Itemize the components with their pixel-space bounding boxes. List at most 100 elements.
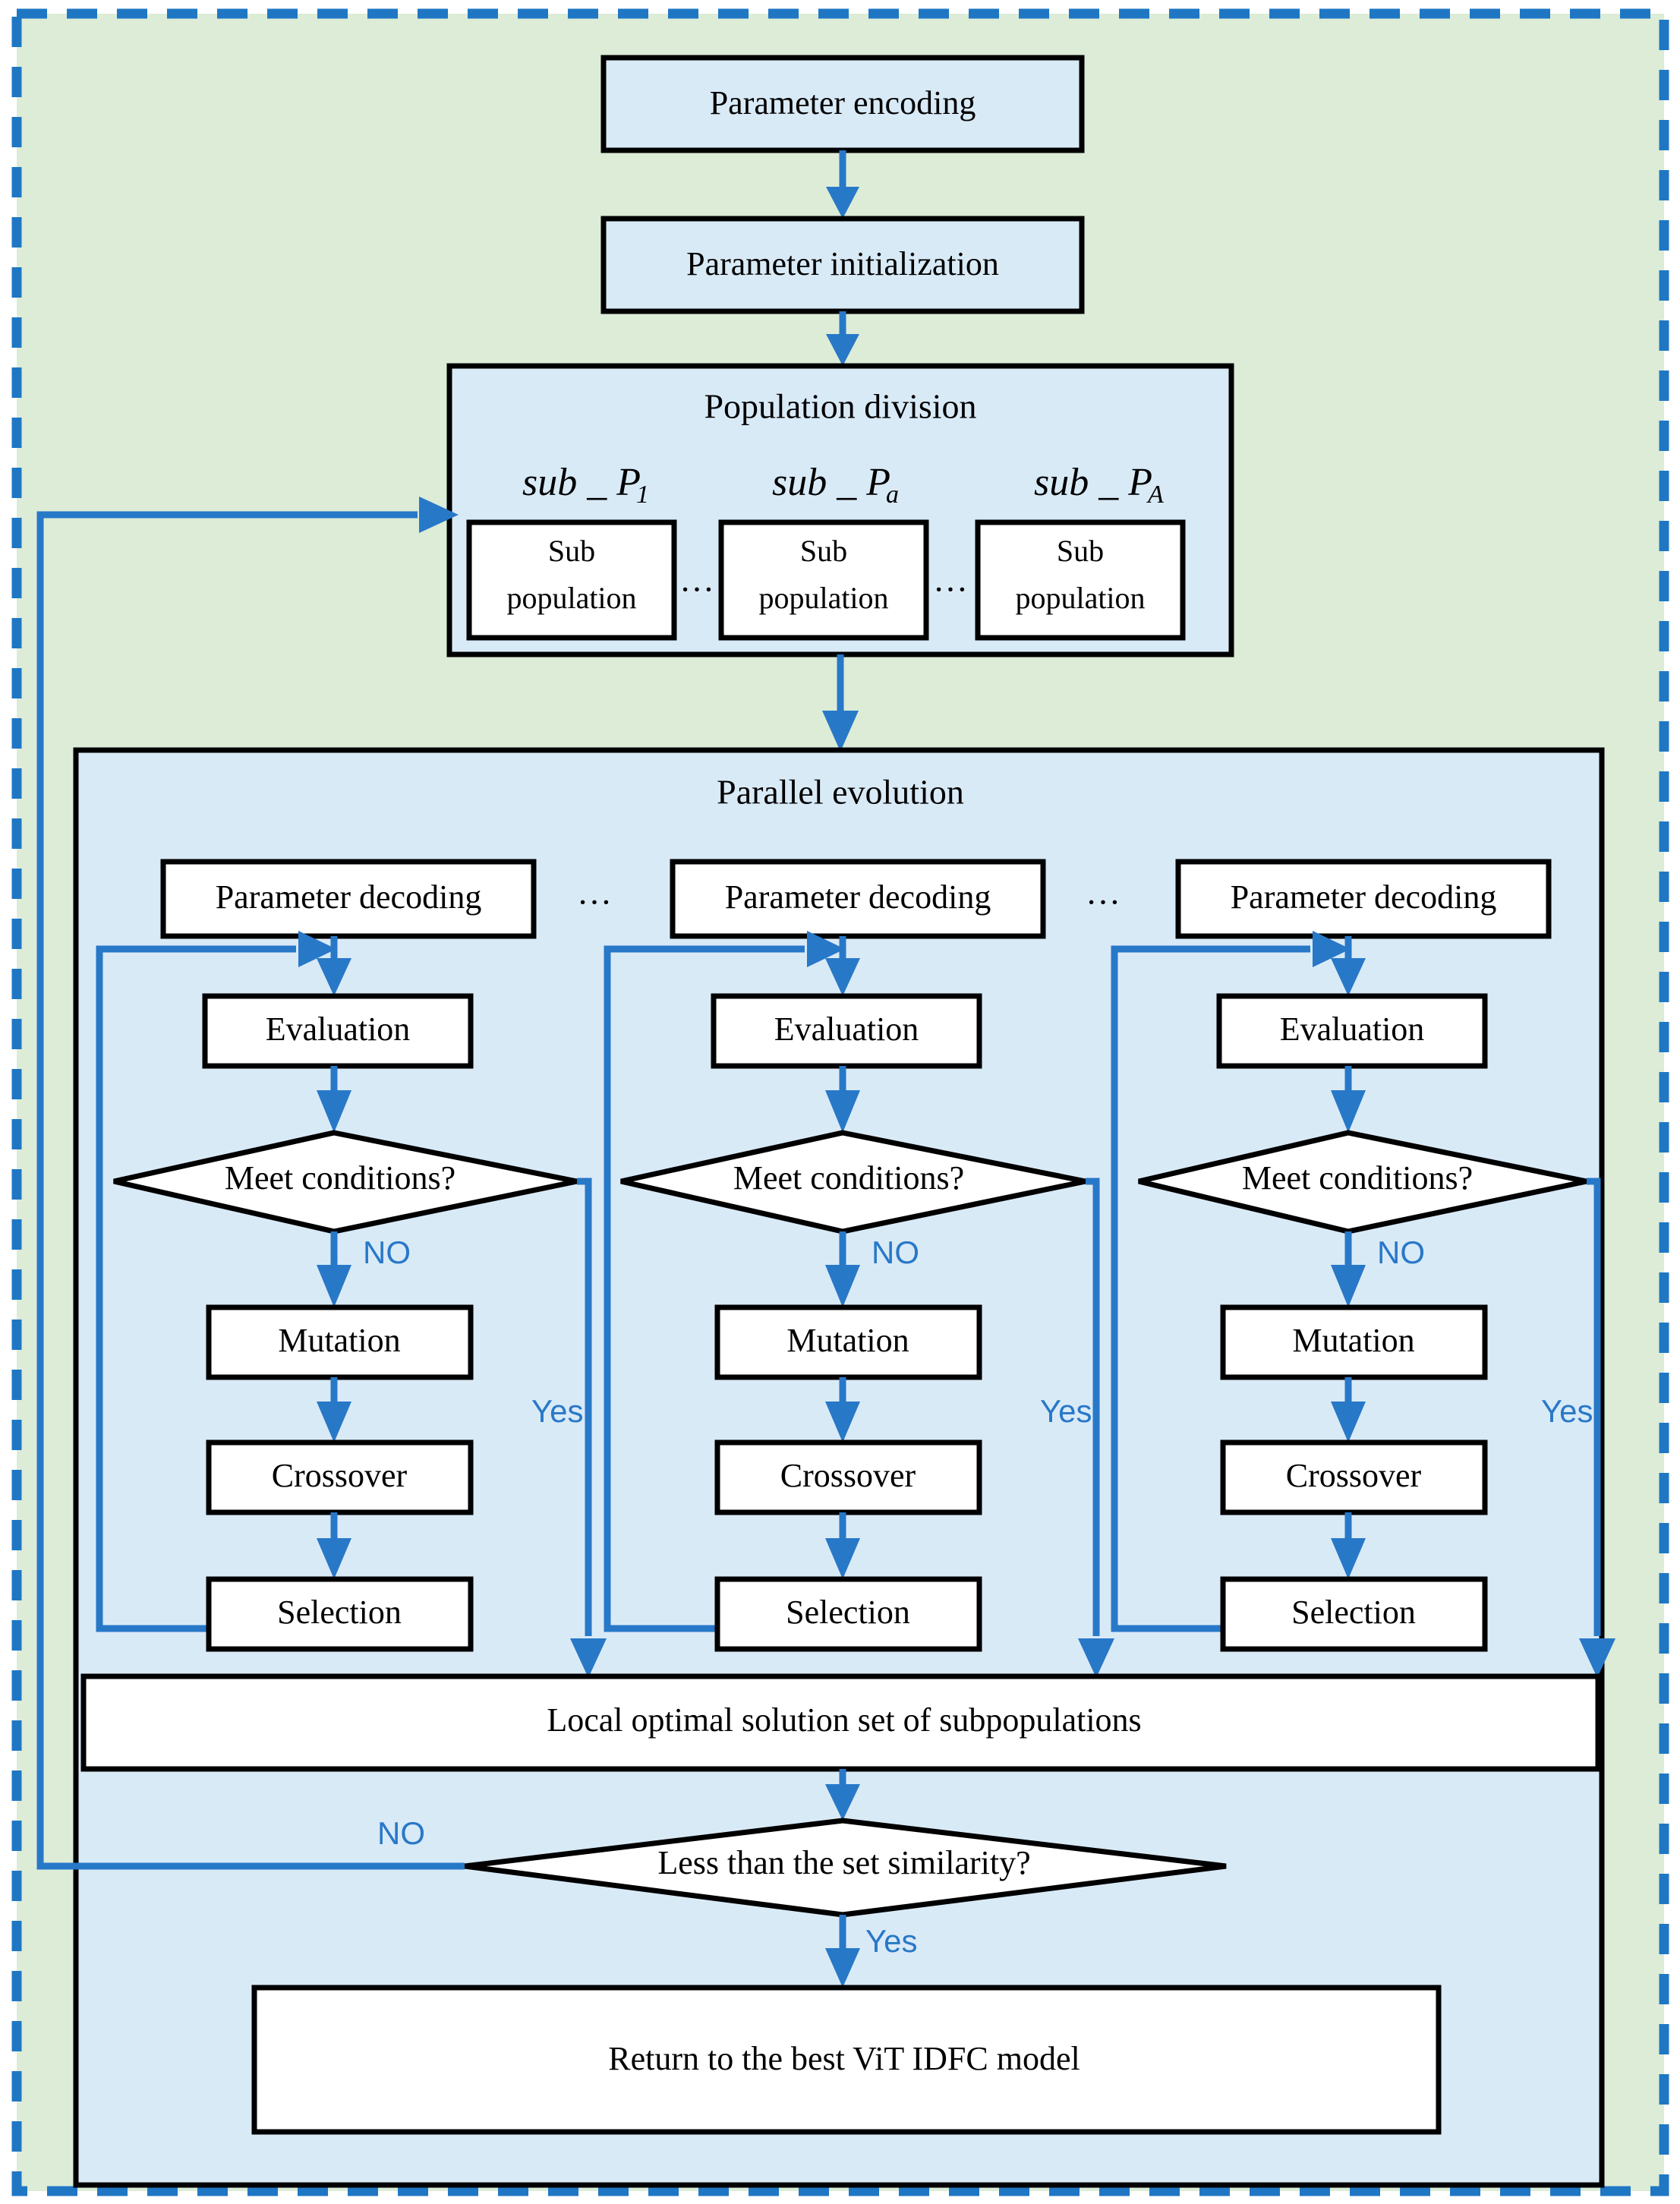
- outer-dashed-border: [11, 8, 1669, 2196]
- node-branch-a-mutation[interactable]: [714, 1304, 982, 1380]
- label-similarity-no: NO: [377, 1815, 425, 1851]
- label-branch-A-no: NO: [1377, 1234, 1425, 1270]
- arrowhead-branch-1-loopback: [298, 931, 336, 967]
- node-branch-a-meet-conditions-label: Meet conditions?: [733, 1159, 964, 1197]
- math-sub-a: a: [886, 481, 899, 509]
- arrowhead-similarity-yes: [825, 1948, 860, 1988]
- node-branch-1-parameter-decoding[interactable]: [160, 859, 537, 939]
- node-branch-A-crossover-label: Crossover: [1286, 1457, 1422, 1494]
- node-branch-1-meet-conditions-label: Meet conditions?: [225, 1159, 455, 1197]
- label-similarity-yes: Yes: [865, 1923, 918, 1959]
- node-branch-A-evaluation-label: Evaluation: [1280, 1011, 1425, 1048]
- math-label-sub-p-a: sub _ P: [772, 461, 890, 504]
- node-branch-1-parameter-decoding-label: Parameter decoding: [216, 878, 482, 916]
- arrowhead-branch-A-cross-to-sel: [1331, 1538, 1366, 1579]
- ellipsis-branch-2-3: …: [1086, 873, 1124, 912]
- node-less-than-set-similarity-label: Less than the set similarity?: [657, 1844, 1030, 1881]
- ellipsis-population-1: …: [679, 560, 717, 599]
- label-branch-a-no: NO: [872, 1234, 919, 1270]
- ellipsis-branch-1-2: …: [577, 873, 615, 912]
- arrowhead-branch-A-yes: [1579, 1638, 1615, 1678]
- node-branch-a-evaluation[interactable]: [711, 993, 982, 1069]
- node-parameter-initialization-label: Parameter initialization: [686, 245, 999, 282]
- arrowhead-branch-1-decode-to-eval: [317, 958, 351, 996]
- panel-parallel-evolution-title: Parallel evolution: [717, 773, 964, 812]
- arrowhead-branch-1-cross-to-sel: [317, 1538, 351, 1579]
- arrowhead-branch-A-decode-to-eval: [1331, 958, 1366, 996]
- node-branch-A-meet-conditions-label: Meet conditions?: [1242, 1159, 1473, 1197]
- arrowhead-branch-a-cross-to-sel: [825, 1538, 860, 1579]
- arrowhead-branch-a-loopback: [807, 931, 845, 967]
- node-parameter-initialization[interactable]: [600, 216, 1085, 314]
- node-branch-a-crossover-label: Crossover: [780, 1457, 916, 1494]
- node-branch-1-selection[interactable]: [206, 1576, 474, 1652]
- node-parameter-encoding-label: Parameter encoding: [710, 84, 976, 121]
- arrowhead-branch-1-yes: [570, 1638, 607, 1678]
- node-branch-a-parameter-decoding[interactable]: [670, 859, 1046, 939]
- math-sub-1: 1: [636, 481, 649, 509]
- node-return-best-model-label: Return to the best ViT IDFC model: [608, 2040, 1080, 2077]
- arrowhead-branch-A-no: [1331, 1265, 1366, 1307]
- node-subpopulation-1-line1: Sub: [548, 534, 595, 568]
- node-branch-a-crossover[interactable]: [714, 1439, 982, 1515]
- node-branch-a-selection[interactable]: [714, 1576, 982, 1652]
- edge-branch-1-yes: [577, 1178, 592, 1636]
- node-local-optimal-set[interactable]: [80, 1673, 1601, 1772]
- node-branch-A-parameter-decoding[interactable]: [1175, 859, 1552, 939]
- node-subpopulation-A-line1: Sub: [1057, 534, 1104, 568]
- edge-branch-A-yes: [1587, 1178, 1601, 1636]
- arrowhead-branch-1-mut-to-cross: [317, 1402, 351, 1443]
- edge-similarity-no-loopback: [36, 511, 465, 1870]
- arrowhead-branch-a-mut-to-cross: [825, 1402, 860, 1443]
- node-subpopulation-A[interactable]: [975, 519, 1186, 641]
- node-branch-1-evaluation-label: Evaluation: [266, 1011, 411, 1048]
- node-subpopulation-A-line2: population: [1015, 581, 1145, 615]
- arrowhead-initialization-to-population: [826, 334, 859, 366]
- arrowhead-branch-a-decode-to-eval: [825, 958, 860, 996]
- node-branch-1-mutation[interactable]: [206, 1304, 474, 1380]
- node-branch-1-crossover-label: Crossover: [272, 1457, 408, 1494]
- math-label-sub-p-A: sub _ P: [1034, 461, 1152, 504]
- node-branch-1-mutation-label: Mutation: [278, 1322, 400, 1359]
- node-branch-A-selection[interactable]: [1220, 1576, 1488, 1652]
- arrowhead-encoding-to-initialization: [826, 187, 859, 219]
- arrowhead-population-to-parallel: [822, 711, 859, 752]
- math-label-sub-p-1: sub _ P: [522, 461, 641, 504]
- node-branch-a-parameter-decoding-label: Parameter decoding: [725, 878, 991, 916]
- node-local-optimal-set-label: Local optimal solution set of subpopulat…: [547, 1701, 1141, 1739]
- node-subpopulation-1[interactable]: [466, 519, 677, 641]
- node-subpopulation-1-line2: population: [506, 581, 636, 615]
- node-branch-A-parameter-decoding-label: Parameter decoding: [1231, 878, 1497, 916]
- node-parameter-encoding[interactable]: [600, 55, 1085, 153]
- node-branch-1-evaluation[interactable]: [202, 993, 474, 1069]
- arrowhead-branch-1-eval-to-diamond: [317, 1090, 351, 1133]
- arrowhead-aggregate-to-similarity: [825, 1784, 860, 1821]
- node-return-best-model[interactable]: [251, 1985, 1442, 2135]
- node-branch-a-selection-label: Selection: [786, 1594, 910, 1631]
- node-branch-1-selection-label: Selection: [277, 1594, 402, 1631]
- ellipsis-population-2: …: [933, 560, 971, 599]
- arrowhead-branch-A-mut-to-cross: [1331, 1402, 1366, 1443]
- arrowhead-branch-1-no: [317, 1265, 351, 1307]
- node-branch-1-crossover[interactable]: [206, 1439, 474, 1515]
- arrowhead-branch-A-eval-to-diamond: [1331, 1090, 1366, 1133]
- arrowhead-branch-a-eval-to-diamond: [825, 1090, 860, 1133]
- label-branch-a-yes: Yes: [1040, 1393, 1092, 1429]
- arrowhead-similarity-no-loopback: [419, 497, 459, 533]
- node-branch-a-evaluation-label: Evaluation: [774, 1011, 919, 1048]
- label-branch-A-yes: Yes: [1541, 1393, 1593, 1429]
- arrowhead-branch-a-yes: [1078, 1638, 1114, 1678]
- label-branch-1-no: NO: [363, 1234, 411, 1270]
- panel-population-division-title: Population division: [704, 387, 976, 426]
- node-branch-A-mutation[interactable]: [1220, 1304, 1488, 1380]
- arrowhead-branch-a-no: [825, 1265, 860, 1307]
- node-branch-A-selection-label: Selection: [1291, 1594, 1416, 1631]
- node-branch-A-evaluation[interactable]: [1216, 993, 1488, 1069]
- label-branch-1-yes: Yes: [531, 1393, 584, 1429]
- node-branch-A-crossover[interactable]: [1220, 1439, 1488, 1515]
- node-branch-A-mutation-label: Mutation: [1292, 1322, 1414, 1359]
- node-subpopulation-a[interactable]: [718, 519, 929, 641]
- node-branch-a-mutation-label: Mutation: [786, 1322, 909, 1359]
